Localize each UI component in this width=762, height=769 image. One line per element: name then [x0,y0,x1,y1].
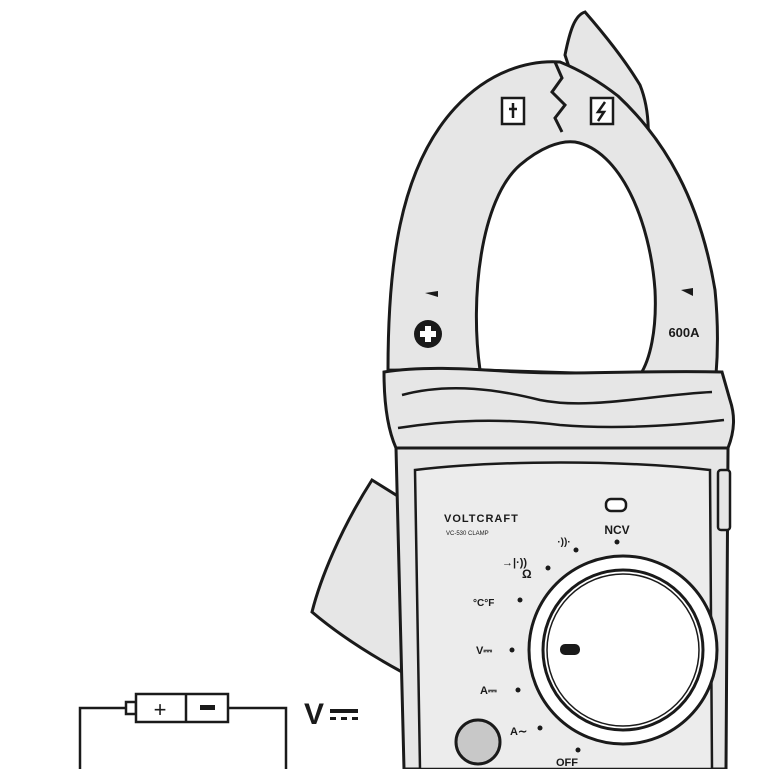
circuit-wires [78,706,288,769]
alignment-mark-left [425,291,438,297]
rotary-selector-dial[interactable] [527,554,719,746]
dial-label-continuity: →|·)) [502,557,527,569]
battery-symbol: + [124,692,230,724]
jaw-opening [474,140,657,377]
polarity-plus-icon [414,320,442,348]
clamp-trigger-lever [310,477,406,675]
hand-warning-icon [500,96,526,126]
model-label: VC-530 CLAMP [446,531,489,537]
dial-label-aac: A∼ [510,726,527,738]
battery-minus-label [200,705,215,710]
hand-guard-ridge [397,418,725,430]
alignment-mark-right [681,288,693,296]
dial-pointer [560,644,580,655]
side-grip [716,468,732,532]
jaw-split-line [550,61,567,133]
brand-label: VOLTCRAFT [444,513,519,525]
battery-plus-label: + [154,697,167,722]
jaw-rating-label: 600A [668,325,700,340]
dial-label-diode: ·))· [557,537,570,548]
dial-position-dots [509,539,620,753]
ncv-label: NCV [604,523,629,537]
hand-guard [382,366,735,450]
dial-label-off: OFF [556,757,578,769]
measurement-label: V [304,698,324,731]
hand-guard-inner [401,387,713,405]
dial-label-ohm: Ω [522,567,532,581]
dial-label-adc: A⎓ [480,685,497,697]
dial-label-vdc: V⎓ [476,645,492,657]
function-button[interactable] [454,718,502,766]
lightning-warning-icon [589,96,615,126]
dc-symbol-icon [330,709,358,720]
ncv-indicator [604,497,628,513]
dial-label-temp: °C°F [473,598,494,609]
